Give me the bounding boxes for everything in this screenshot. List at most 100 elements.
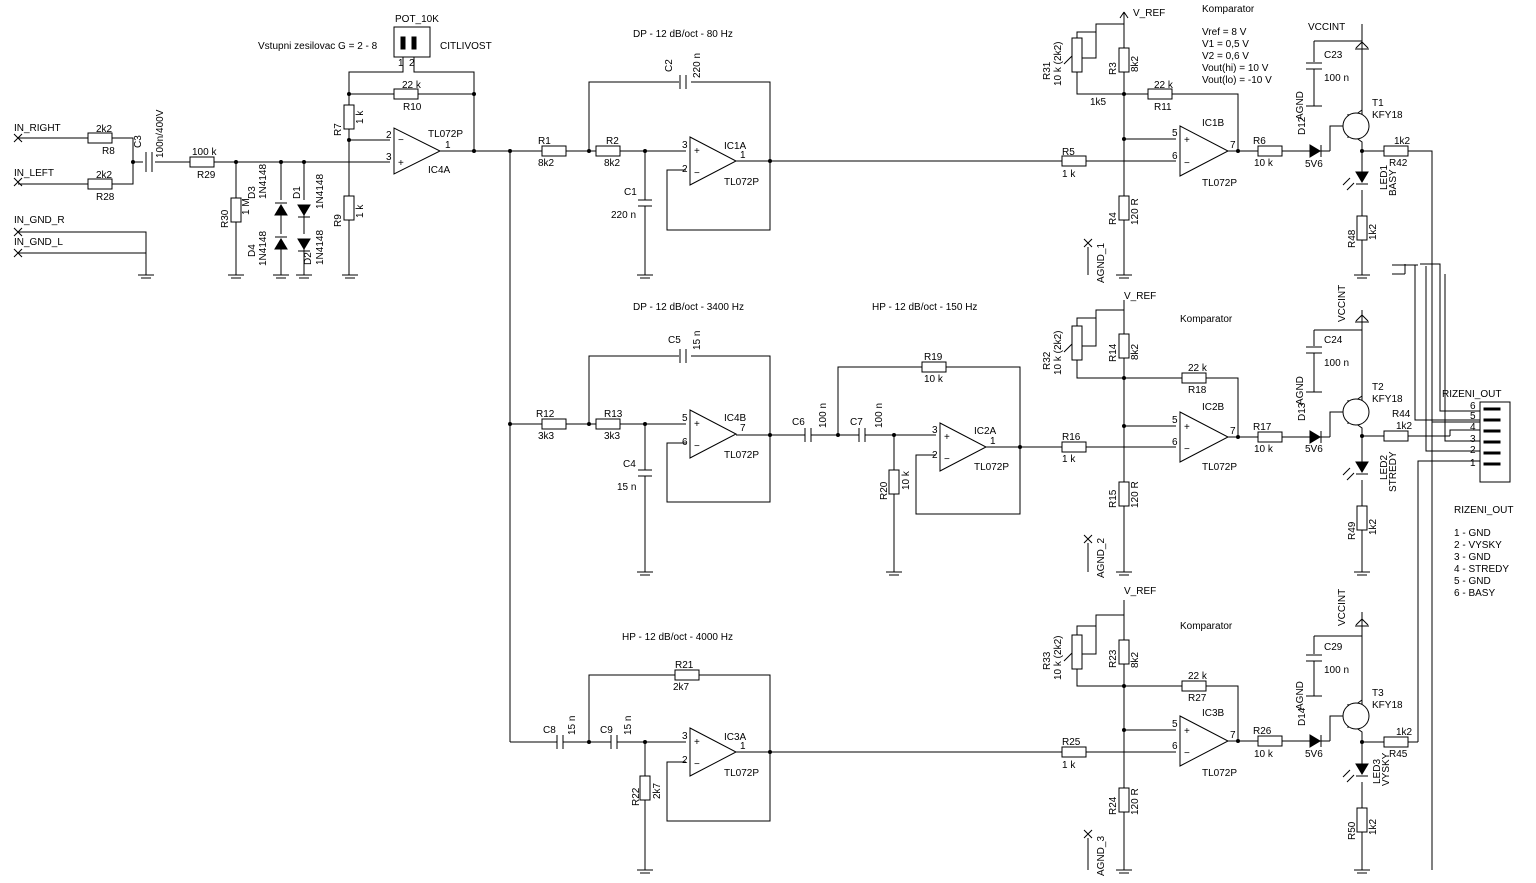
- r49-value: 1k2: [1368, 518, 1379, 535]
- d13-ref: D13: [1297, 402, 1308, 421]
- svg-text:1: 1: [740, 741, 746, 752]
- c6-ref: C6: [792, 417, 805, 428]
- r6-resistor: [1257, 145, 1283, 157]
- t3-ref: T3: [1372, 688, 1384, 699]
- r25-value: 1 k: [1062, 760, 1076, 771]
- vref-3-label: V_REF: [1124, 586, 1156, 597]
- agnd2-terminal: [1083, 534, 1093, 572]
- c3-value: 100n/400V: [155, 109, 166, 158]
- r29-value: 100 k: [192, 147, 217, 158]
- in-gnd-r-label: IN_GND_R: [14, 215, 65, 226]
- svg-text:2: 2: [409, 58, 415, 69]
- r20-ref: R20: [879, 481, 890, 500]
- lowpass-3400hz-filter: DP - 12 dB/oct - 3400 Hz R12 3k3 R13 3k3…: [510, 302, 772, 576]
- in-right-label: IN_RIGHT: [14, 123, 61, 134]
- r29-resistor: [189, 156, 215, 168]
- r19-value: 10 k: [924, 374, 944, 385]
- d14-ref: D14: [1297, 707, 1308, 726]
- d1-diode: [297, 204, 311, 218]
- c6-capacitor: [804, 428, 812, 442]
- legend-pin5: 5 - GND: [1454, 576, 1491, 587]
- r23-resistor: [1118, 639, 1130, 665]
- c2-value: 220 n: [692, 53, 703, 78]
- svg-text:5: 5: [1470, 411, 1476, 422]
- svg-text:3: 3: [682, 731, 688, 742]
- svg-text:6: 6: [1172, 741, 1178, 752]
- svg-text:+: +: [1184, 726, 1190, 737]
- highpass-150hz-filter: HP - 12 dB/oct - 150 Hz C6 100 n C7 100 …: [736, 302, 1062, 576]
- r7-value: 1 k: [355, 110, 366, 124]
- d12-zener: [1309, 144, 1322, 158]
- c1-value: 220 n: [611, 210, 636, 221]
- r6-ref: R6: [1253, 136, 1266, 147]
- r8-value: 2k2: [96, 124, 113, 135]
- ic3a-ref: IC3A: [724, 732, 747, 743]
- led2-ref: LED2: [1379, 455, 1390, 480]
- r42-value: 1k2: [1394, 136, 1411, 147]
- legend-title: RIZENI_OUT: [1454, 505, 1513, 516]
- r21-ref: R21: [675, 660, 694, 671]
- r10-ref: R10: [403, 102, 422, 113]
- r28-ref: R28: [96, 192, 115, 203]
- r26-resistor: [1257, 735, 1283, 747]
- svg-text:1: 1: [398, 58, 404, 69]
- komparator-2-label: Komparator: [1180, 314, 1233, 325]
- note-vhi: Vout(hi) = 10 V: [1202, 63, 1269, 74]
- led1-label: BASY: [1388, 169, 1399, 196]
- c4-capacitor: [638, 469, 652, 477]
- r12-value: 3k3: [538, 431, 555, 442]
- ic3b-comparator: [1179, 715, 1230, 767]
- r18-ref: R18: [1188, 385, 1207, 396]
- svg-text:1: 1: [990, 436, 996, 447]
- r9-ref: R9: [333, 214, 344, 227]
- r11-value: 22 k: [1154, 80, 1174, 91]
- c24-capacitor: [1306, 346, 1322, 354]
- agnd-c24-label: AGND: [1295, 376, 1306, 405]
- c9-ref: C9: [600, 725, 613, 736]
- svg-text:−: −: [1184, 158, 1190, 169]
- agnd2-label: AGND_2: [1096, 538, 1107, 578]
- legend-pin6: 6 - BASY: [1454, 588, 1495, 599]
- r22-value: 2k7: [652, 782, 663, 799]
- preamp-label: Vstupni zesilovac G = 2 - 8: [258, 41, 378, 52]
- svg-text:2: 2: [932, 450, 938, 461]
- r24-value: 120 R: [1130, 788, 1141, 815]
- ic1b-type: TL072P: [1202, 178, 1237, 189]
- r19-resistor: [921, 361, 947, 373]
- c2-ref: C2: [664, 59, 675, 72]
- svg-text:2: 2: [1470, 445, 1476, 456]
- legend-pin1: 1 - GND: [1454, 528, 1491, 539]
- svg-text:6: 6: [1172, 437, 1178, 448]
- r48-ref: R48: [1347, 229, 1358, 248]
- in-left-label: IN_LEFT: [14, 168, 54, 179]
- vref-2-label: V_REF: [1124, 291, 1156, 302]
- c1-capacitor: [638, 199, 652, 207]
- svg-text:+: +: [1184, 135, 1190, 146]
- komparator-1-label: Komparator: [1202, 4, 1255, 15]
- r3-resistor: [1118, 47, 1130, 73]
- led3: [1355, 763, 1369, 777]
- d13-value: 5V6: [1305, 444, 1323, 455]
- r31-value: 10 k (2k2): [1053, 42, 1064, 86]
- agnd1-label: AGND_1: [1096, 243, 1107, 283]
- ic2b-type: TL072P: [1202, 462, 1237, 473]
- legend-pin2: 2 - VYSKY: [1454, 540, 1502, 551]
- svg-text:−: −: [694, 759, 700, 770]
- r26-value: 10 k: [1254, 749, 1274, 760]
- agnd3-label: AGND_3: [1096, 836, 1107, 876]
- ic3a-opamp: [689, 727, 738, 777]
- svg-text:7: 7: [1230, 426, 1236, 437]
- r44-resistor: [1383, 430, 1409, 442]
- led1-ref: LED1: [1379, 165, 1390, 190]
- t2-type: KFY18: [1372, 394, 1403, 405]
- r28-resistor: [87, 178, 113, 190]
- ic2a-ref: IC2A: [974, 426, 997, 437]
- svg-text:4: 4: [1470, 422, 1476, 433]
- c5-capacitor: [679, 349, 687, 363]
- r33-value: 10 k (2k2): [1053, 636, 1064, 680]
- r49-resistor: [1356, 505, 1368, 531]
- t2-transistor: [1342, 398, 1370, 426]
- r25-ref: R25: [1062, 737, 1081, 748]
- r44-ref: R44: [1392, 409, 1411, 420]
